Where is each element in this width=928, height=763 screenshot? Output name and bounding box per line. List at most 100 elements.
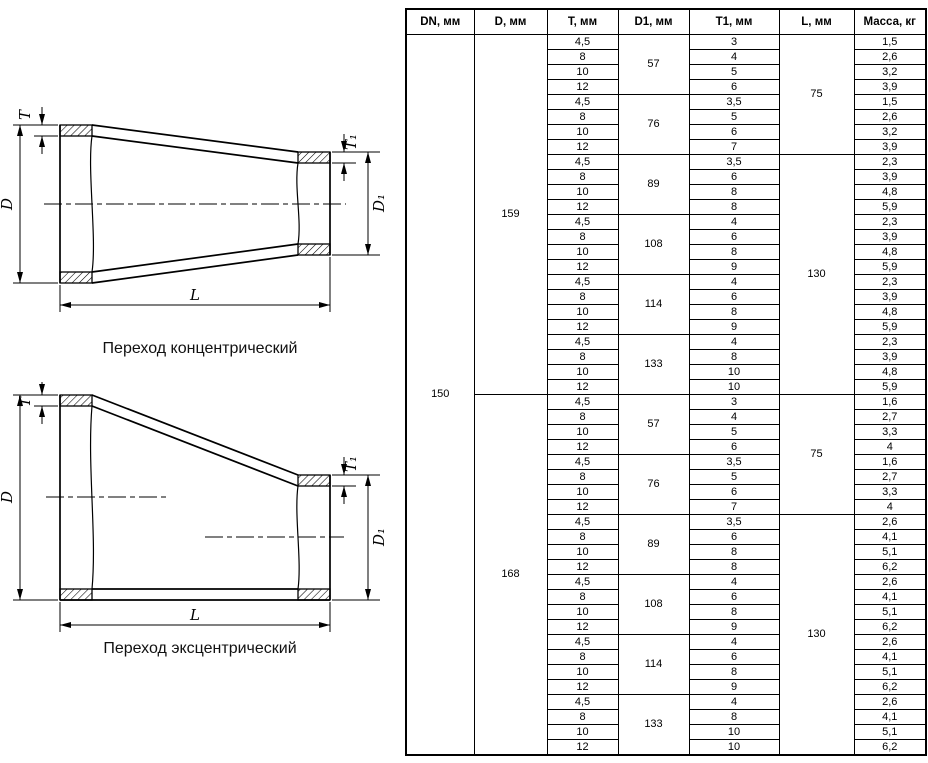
table-cell: 5,1	[853, 604, 927, 620]
hatch-section	[297, 243, 331, 256]
table-cell: 76	[617, 94, 690, 155]
hatch-section	[59, 271, 93, 284]
table-cell: 12	[546, 79, 619, 95]
table-cell: 4,1	[853, 649, 927, 665]
table-cell: 10	[546, 304, 619, 320]
table-cell: 10	[546, 364, 619, 380]
table-cell: 8	[688, 709, 780, 725]
hatch-section	[297, 151, 331, 164]
table-cell: 4	[688, 334, 780, 350]
table-cell: 168	[473, 394, 548, 756]
table-cell: 2,3	[853, 154, 927, 170]
taper-bottom-outer	[91, 254, 299, 284]
table-cell: 4,5	[546, 154, 619, 170]
table-cell: 12	[546, 439, 619, 455]
table-cell: 8	[546, 349, 619, 365]
table-cell: 57	[617, 394, 690, 455]
dim-label-T: T	[16, 109, 34, 120]
table-cell: 8	[688, 304, 780, 320]
table-cell: 12	[546, 199, 619, 215]
table-cell: 10	[546, 124, 619, 140]
table-cell: 75	[778, 34, 855, 155]
table-cell: 3,9	[853, 169, 927, 185]
table-cell: 4	[688, 574, 780, 590]
col-header: L, мм	[778, 8, 855, 35]
table-cell: 12	[546, 319, 619, 335]
figure-caption-concentric: Переход концентрический	[102, 340, 298, 357]
table-cell: 130	[778, 514, 855, 756]
hatch-section	[59, 394, 93, 407]
table-cell: 8	[546, 49, 619, 65]
table-cell: 4	[688, 409, 780, 425]
table-cell: 3,5	[688, 454, 780, 470]
table-cell: 6	[688, 289, 780, 305]
table-cell: 5	[688, 64, 780, 80]
table-cell: 8	[688, 604, 780, 620]
table-cell: 6	[688, 169, 780, 185]
table-cell: 9	[688, 259, 780, 275]
break-line	[89, 405, 95, 590]
table-cell: 10	[546, 664, 619, 680]
table-cell: 6	[688, 79, 780, 95]
table-cell: 12	[546, 499, 619, 515]
table-cell: 5,1	[853, 664, 927, 680]
table-cell: 114	[617, 274, 690, 335]
table-cell: 10	[688, 379, 780, 395]
table-cell: 5	[688, 109, 780, 125]
table-cell: 6	[688, 124, 780, 140]
table-cell: 108	[617, 574, 690, 635]
col-header: D, мм	[473, 8, 548, 35]
table-cell: 4	[688, 49, 780, 65]
table-cell: 12	[546, 559, 619, 575]
table-cell: 4	[688, 274, 780, 290]
table-cell: 5,9	[853, 319, 927, 335]
eccentric-reducer-drawing: D D₁ T T₁ L	[0, 382, 388, 632]
table-cell: 4,1	[853, 589, 927, 605]
table-cell: 10	[546, 484, 619, 500]
dim-label-D1: D₁	[370, 528, 388, 547]
table-cell: 4	[688, 694, 780, 710]
dim-label-T1: T₁	[342, 456, 360, 472]
table-cell: 8	[688, 184, 780, 200]
dim-label-L: L	[189, 286, 200, 304]
hatch-section	[59, 124, 93, 137]
table-cell: 10	[688, 364, 780, 380]
table-cell: 10	[546, 724, 619, 740]
table-cell: 4,5	[546, 394, 619, 410]
table-cell: 6	[688, 229, 780, 245]
table-cell: 1,5	[853, 94, 927, 110]
table-cell: 6,2	[853, 679, 927, 695]
table-cell: 3,9	[853, 79, 927, 95]
table-cell: 8	[546, 109, 619, 125]
col-header: DN, мм	[405, 8, 475, 35]
hatch-section	[297, 588, 331, 601]
table-cell: 1,6	[853, 394, 927, 410]
dim-label-D1: D₁	[370, 194, 388, 213]
table-cell: 8	[688, 544, 780, 560]
table-cell: 10	[546, 424, 619, 440]
table-cell: 114	[617, 634, 690, 695]
table-cell: 133	[617, 334, 690, 395]
taper-bottom-inner	[91, 243, 299, 273]
table-cell: 2,6	[853, 49, 927, 65]
table-cell: 8	[546, 469, 619, 485]
figure-caption-eccentric: Переход эксцентрический	[103, 640, 297, 657]
col-header: Масса, кг	[853, 8, 927, 35]
table-cell: 10	[546, 184, 619, 200]
dim-label-T: T	[16, 396, 34, 407]
